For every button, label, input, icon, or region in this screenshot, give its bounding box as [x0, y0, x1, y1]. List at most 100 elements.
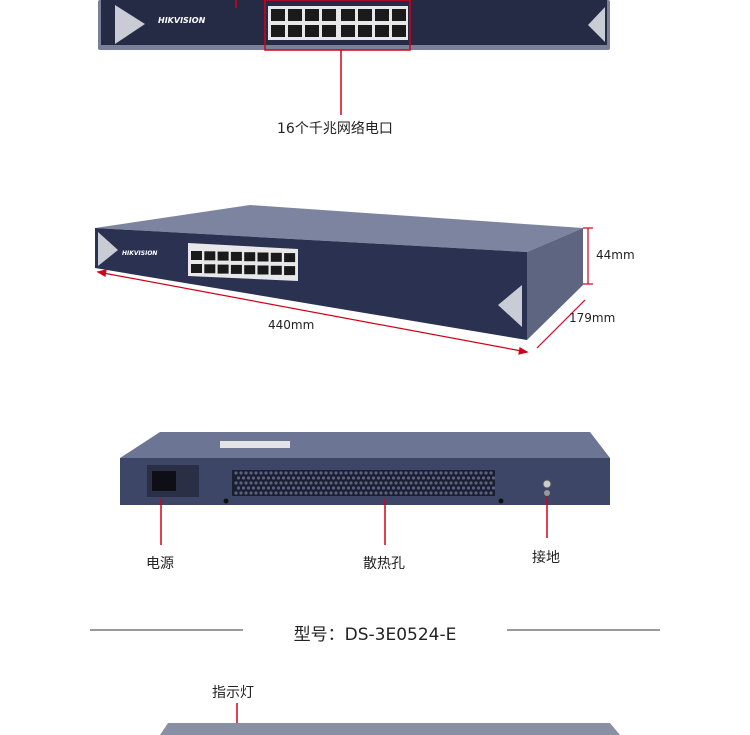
vent-hole [349, 471, 353, 475]
vent-hole [489, 481, 493, 485]
vent-hole [396, 486, 401, 490]
vent-hole [429, 471, 433, 475]
vent-hole [379, 481, 383, 485]
vent-hole [261, 486, 266, 490]
vent-hole [311, 476, 316, 480]
vent-hole [416, 486, 421, 490]
vent-hole [339, 471, 343, 475]
vent-hole [414, 491, 418, 495]
vent-hole [246, 486, 251, 490]
rj45-port [341, 25, 355, 37]
vent-hole [419, 481, 423, 485]
vent-hole [279, 471, 283, 475]
rj45-port [244, 252, 256, 262]
vent-hole [351, 486, 356, 490]
vent-hole [399, 481, 403, 485]
vent-hole [406, 486, 411, 490]
vent-hole [316, 486, 321, 490]
vent-hole [421, 476, 426, 480]
vent-hole [351, 476, 356, 480]
vent-hole [366, 486, 371, 490]
vent-hole [241, 486, 246, 490]
vent-hole [296, 486, 301, 490]
vent-hole [304, 481, 308, 485]
vent-hole [471, 486, 476, 490]
vent-hole [301, 476, 306, 480]
rj45-port [191, 264, 202, 273]
vent-hole [459, 481, 463, 485]
vent-hole [386, 486, 391, 490]
vent-hole [399, 471, 403, 475]
rj45-port [305, 9, 319, 21]
vent-hole [391, 486, 396, 490]
vent-hole [251, 476, 256, 480]
vent-hole [379, 491, 383, 495]
vent-hole [481, 486, 486, 490]
vent-hole [331, 476, 336, 480]
vent-hole [314, 481, 318, 485]
vent-hole [426, 476, 431, 480]
vent-hole [329, 481, 333, 485]
vent-hole [454, 491, 458, 495]
vent-hole [289, 481, 293, 485]
vent-hole [244, 491, 248, 495]
vent-hole [321, 486, 326, 490]
rj45-port [358, 25, 372, 37]
vent-hole [264, 471, 268, 475]
vent-hole [259, 481, 263, 485]
vent-hole [401, 486, 406, 490]
vent-hole [374, 491, 378, 495]
vent-hole [449, 491, 453, 495]
vent-hole [359, 481, 363, 485]
vent-hole [266, 476, 271, 480]
vent-hole [359, 491, 363, 495]
vent-hole [359, 471, 363, 475]
ground-label: 接地 [532, 550, 560, 566]
vent-hole [484, 491, 488, 495]
vent-hole [354, 491, 358, 495]
rj45-port [204, 251, 216, 261]
vent-hole [261, 476, 266, 480]
vent-hole [461, 476, 466, 480]
rj45-port [358, 9, 372, 21]
vent-hole [464, 491, 468, 495]
vent-hole [314, 491, 318, 495]
rj45-port [270, 252, 282, 262]
rj45-port [392, 25, 406, 37]
width-dimension: 440mm [268, 318, 315, 332]
vent-hole [459, 471, 463, 475]
vent-hole [386, 476, 391, 480]
rj45-port [217, 251, 229, 261]
vent-hole [444, 491, 448, 495]
vent-hole [286, 476, 291, 480]
vent-hole [324, 471, 328, 475]
rj45-port [244, 265, 256, 275]
vent-hole [319, 481, 323, 485]
vent-hole [486, 476, 491, 480]
hikvision-logo: HIKVISION [158, 16, 206, 25]
vent-hole [274, 481, 278, 485]
vent-hole [479, 481, 483, 485]
vent-hole [374, 471, 378, 475]
vent-hole [299, 491, 303, 495]
vent-hole [304, 471, 308, 475]
vent-hole [369, 481, 373, 485]
hikvision-logo-angled: HIKVISION [122, 250, 158, 257]
vent-hole [461, 486, 466, 490]
rj45-port [288, 25, 302, 37]
rj45-port [284, 253, 296, 263]
vent-hole [309, 471, 313, 475]
vent-hole [234, 471, 238, 475]
vent-label: 散热孔 [363, 556, 405, 572]
vent-hole [354, 471, 358, 475]
vent-hole [251, 486, 256, 490]
vent-hole [304, 491, 308, 495]
vent-hole [259, 471, 263, 475]
power-label: 电源 [146, 556, 174, 572]
vent-hole [299, 471, 303, 475]
vent-hole [301, 486, 306, 490]
vent-hole [266, 486, 271, 490]
vent-hole [356, 486, 361, 490]
vent-hole [279, 491, 283, 495]
